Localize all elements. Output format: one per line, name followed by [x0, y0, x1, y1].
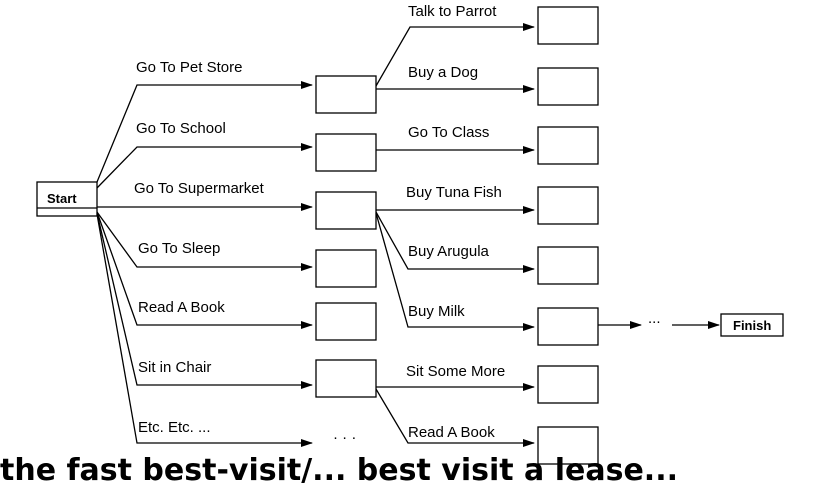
label-go-to-school: Go To School: [136, 120, 226, 137]
box-go-class: [537, 126, 599, 165]
box-read-book-2: [537, 426, 599, 465]
box-sit-more: [537, 365, 599, 404]
label-read-a-book-2: Read A Book: [408, 424, 495, 441]
label-buy-arugula: Buy Arugula: [408, 243, 490, 260]
edge-talk-parrot: [375, 23, 535, 87]
box-school: [315, 133, 377, 172]
finish-label: Finish: [733, 318, 771, 333]
box-sit-chair: [315, 359, 377, 398]
edge-read-book-2: [375, 388, 535, 447]
box-tuna: [537, 186, 599, 225]
label-sit-some-more: Sit Some More: [406, 363, 505, 380]
label-sit-in-chair: Sit in Chair: [138, 359, 211, 376]
label-etc: Etc. Etc. ...: [138, 419, 211, 436]
label-read-a-book: Read A Book: [138, 299, 225, 316]
edge-read-book: [96, 211, 313, 329]
edge-school: [96, 143, 313, 189]
box-read-book: [315, 302, 377, 341]
box-supermarket: [315, 191, 377, 230]
edge-arugula: [375, 211, 535, 273]
edge-milk: [375, 212, 535, 331]
decision-tree-diagram: Start Go To Pet Store Go To School Go To…: [36, 3, 784, 465]
label-go-to-pet-store: Go To Pet Store: [136, 59, 242, 76]
edge-etc: [96, 213, 313, 447]
box-arugula: [537, 246, 599, 285]
box-sleep: [315, 249, 377, 288]
edge-sleep: [96, 211, 313, 271]
finish-ellipsis: ...: [648, 310, 661, 327]
label-talk-to-parrot: Talk to Parrot: [408, 3, 497, 20]
label-buy-a-dog: Buy a Dog: [408, 64, 478, 81]
label-go-to-class: Go To Class: [408, 124, 489, 141]
box-buy-dog: [537, 67, 599, 106]
etc-ellipsis: · · ·: [333, 429, 356, 446]
edge-sit-chair: [96, 212, 313, 389]
box-milk: [537, 307, 599, 346]
label-go-to-sleep: Go To Sleep: [138, 240, 220, 257]
edge-pet-store: [96, 81, 313, 183]
label-buy-milk: Buy Milk: [408, 303, 465, 320]
start-node: Start: [36, 181, 98, 217]
caption-text: the fast best-visit/... best visit a lea…: [0, 456, 678, 488]
start-label: Start: [47, 191, 77, 206]
finish-node: Finish: [720, 313, 784, 337]
box-talk-parrot: [537, 6, 599, 45]
label-go-to-supermarket: Go To Supermarket: [134, 180, 265, 197]
label-buy-tuna-fish: Buy Tuna Fish: [406, 184, 502, 201]
box-pet-store: [315, 75, 377, 114]
